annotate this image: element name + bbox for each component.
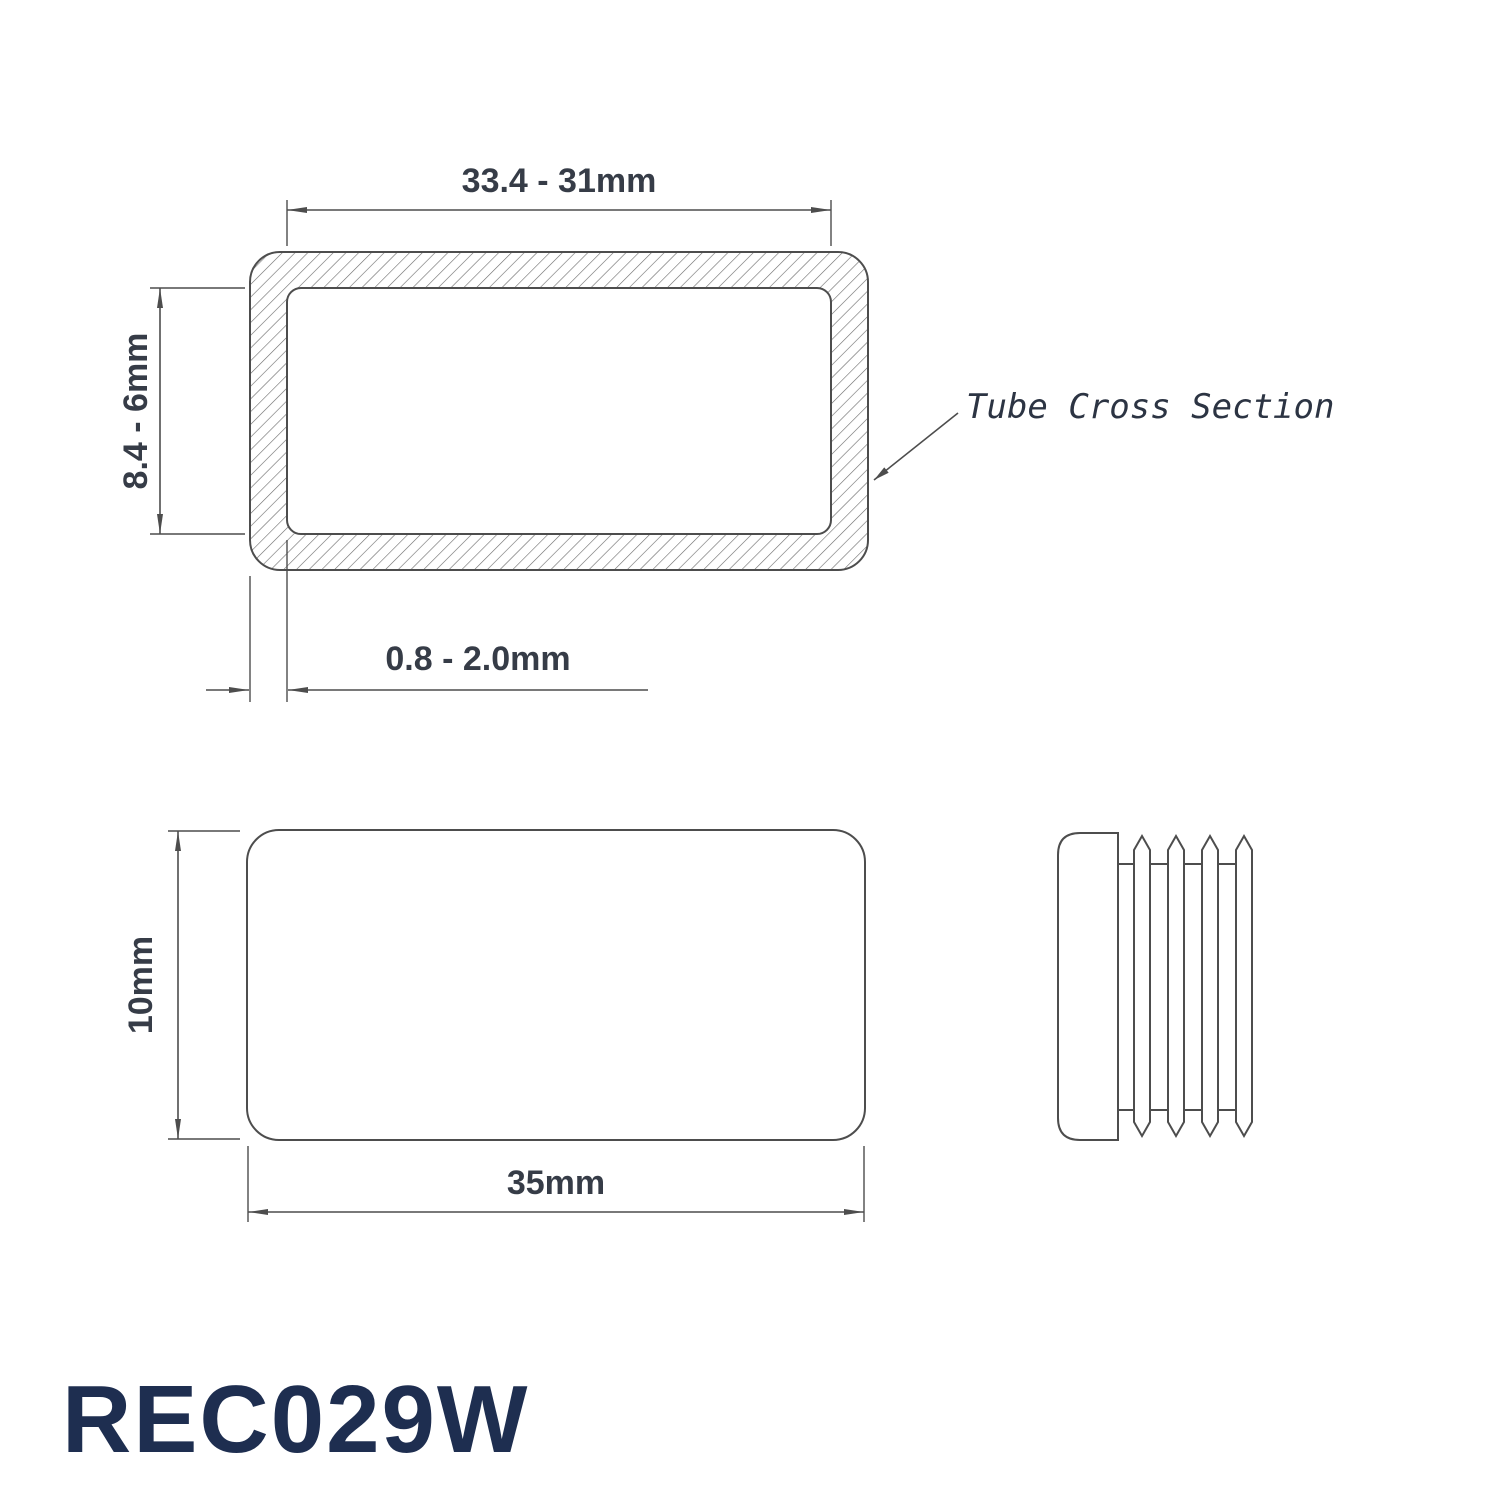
cap-fin: [1201, 833, 1219, 1139]
cap-face: [246, 829, 866, 1141]
tube-annotation: Tube Cross Section: [873, 387, 1334, 481]
tube-inner-bore: [286, 287, 832, 535]
cap-front-view: [246, 829, 866, 1141]
dim-tube-height: 8.4 - 6mm: [117, 287, 245, 535]
dim-tube-width: 33.4 - 31mm: [286, 162, 832, 246]
dim-wall-thickness: 0.8 - 2.0mm: [206, 540, 648, 702]
cap-fin: [1235, 833, 1253, 1139]
dim-tube-width-label: 33.4 - 31mm: [462, 162, 657, 200]
dim-cap-height-label: 10mm: [122, 936, 160, 1034]
cap-side-view: [1057, 832, 1253, 1141]
cap-head: [1057, 832, 1119, 1141]
cap-fin: [1167, 833, 1185, 1139]
dim-tube-height-label: 8.4 - 6mm: [117, 333, 155, 490]
product-code: REC029W: [62, 1366, 529, 1473]
leader-line: [873, 412, 959, 481]
dim-cap-width-label: 35mm: [507, 1164, 605, 1202]
cap-fin: [1133, 833, 1151, 1139]
dim-wall-thickness-label: 0.8 - 2.0mm: [385, 640, 570, 678]
tube-cross-section-view: [249, 251, 869, 571]
dim-cap-height: 10mm: [122, 830, 240, 1140]
tube-annotation-label: Tube Cross Section: [966, 387, 1334, 427]
dim-cap-width: 35mm: [247, 1146, 865, 1222]
